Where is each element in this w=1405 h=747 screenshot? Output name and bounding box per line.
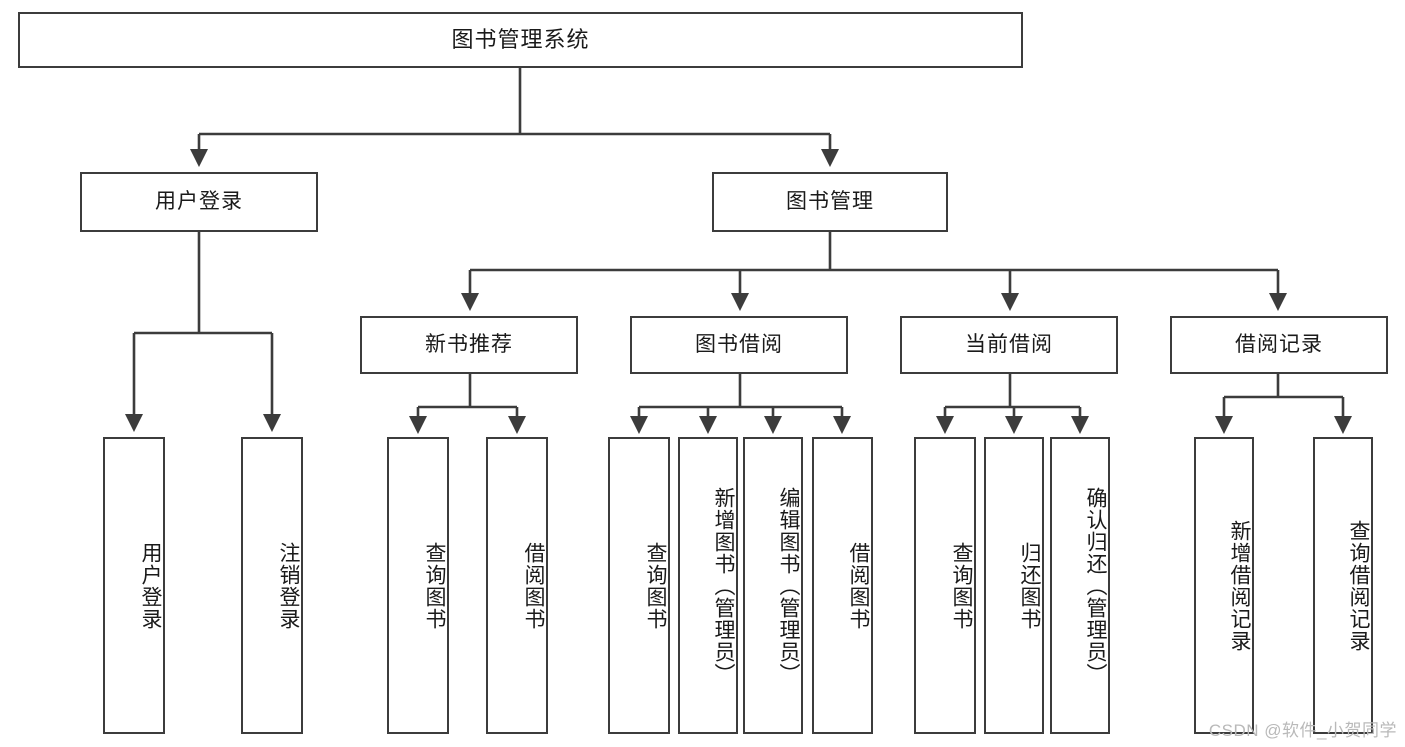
node-label: 新书推荐 [425, 333, 513, 357]
leaf-return-book[interactable]: 归还图书 [984, 437, 1044, 734]
watermark: CSDN @软件_小贺同学 [1208, 721, 1397, 740]
leaf-query-book-current[interactable]: 查询图书 [914, 437, 976, 734]
node-label: 查询图书 [644, 541, 667, 630]
leaf-logout-login[interactable]: 注销登录 [241, 437, 303, 734]
node-label: 查询图书 [950, 541, 973, 630]
node-label: 借阅图书 [847, 541, 870, 630]
leaf-confirm-return-admin[interactable]: 确认归还（管理员） [1050, 437, 1110, 734]
leaf-user-login[interactable]: 用户登录 [103, 437, 165, 734]
node-label: 新增图书（管理员） [712, 486, 735, 685]
leaf-borrow-book-new[interactable]: 借阅图书 [486, 437, 548, 734]
node-current-borrow[interactable]: 当前借阅 [900, 316, 1118, 374]
node-label: 用户登录 [139, 541, 162, 630]
node-label: 确认归还（管理员） [1084, 486, 1107, 685]
leaf-query-borrow-record[interactable]: 查询借阅记录 [1313, 437, 1373, 734]
node-user-login[interactable]: 用户登录 [80, 172, 318, 232]
node-label: 查询借阅记录 [1347, 519, 1370, 652]
leaf-borrow-book[interactable]: 借阅图书 [812, 437, 873, 734]
node-new-book-recommend[interactable]: 新书推荐 [360, 316, 578, 374]
node-borrow-records[interactable]: 借阅记录 [1170, 316, 1388, 374]
node-label: 当前借阅 [965, 333, 1053, 357]
node-label: 查询图书 [423, 541, 446, 630]
node-label: 归还图书 [1018, 541, 1041, 630]
leaf-edit-book-admin[interactable]: 编辑图书（管理员） [743, 437, 803, 734]
node-label: 图书管理 [786, 190, 874, 214]
node-label: 图书管理系统 [451, 26, 590, 52]
node-label: 借阅图书 [522, 541, 545, 630]
leaf-add-borrow-record[interactable]: 新增借阅记录 [1194, 437, 1254, 734]
node-label: 新增借阅记录 [1228, 519, 1251, 652]
node-label: 用户登录 [155, 190, 243, 214]
node-label: 编辑图书（管理员） [777, 486, 800, 685]
node-book-borrow[interactable]: 图书借阅 [630, 316, 848, 374]
node-root-book-management-system[interactable]: 图书管理系统 [18, 12, 1023, 68]
node-label: 注销登录 [277, 541, 300, 630]
leaf-query-book-new[interactable]: 查询图书 [387, 437, 449, 734]
node-label: 借阅记录 [1235, 333, 1323, 357]
node-label: 图书借阅 [695, 333, 783, 357]
node-book-management[interactable]: 图书管理 [712, 172, 948, 232]
leaf-add-book-admin[interactable]: 新增图书（管理员） [678, 437, 738, 734]
leaf-query-book-borrow[interactable]: 查询图书 [608, 437, 670, 734]
